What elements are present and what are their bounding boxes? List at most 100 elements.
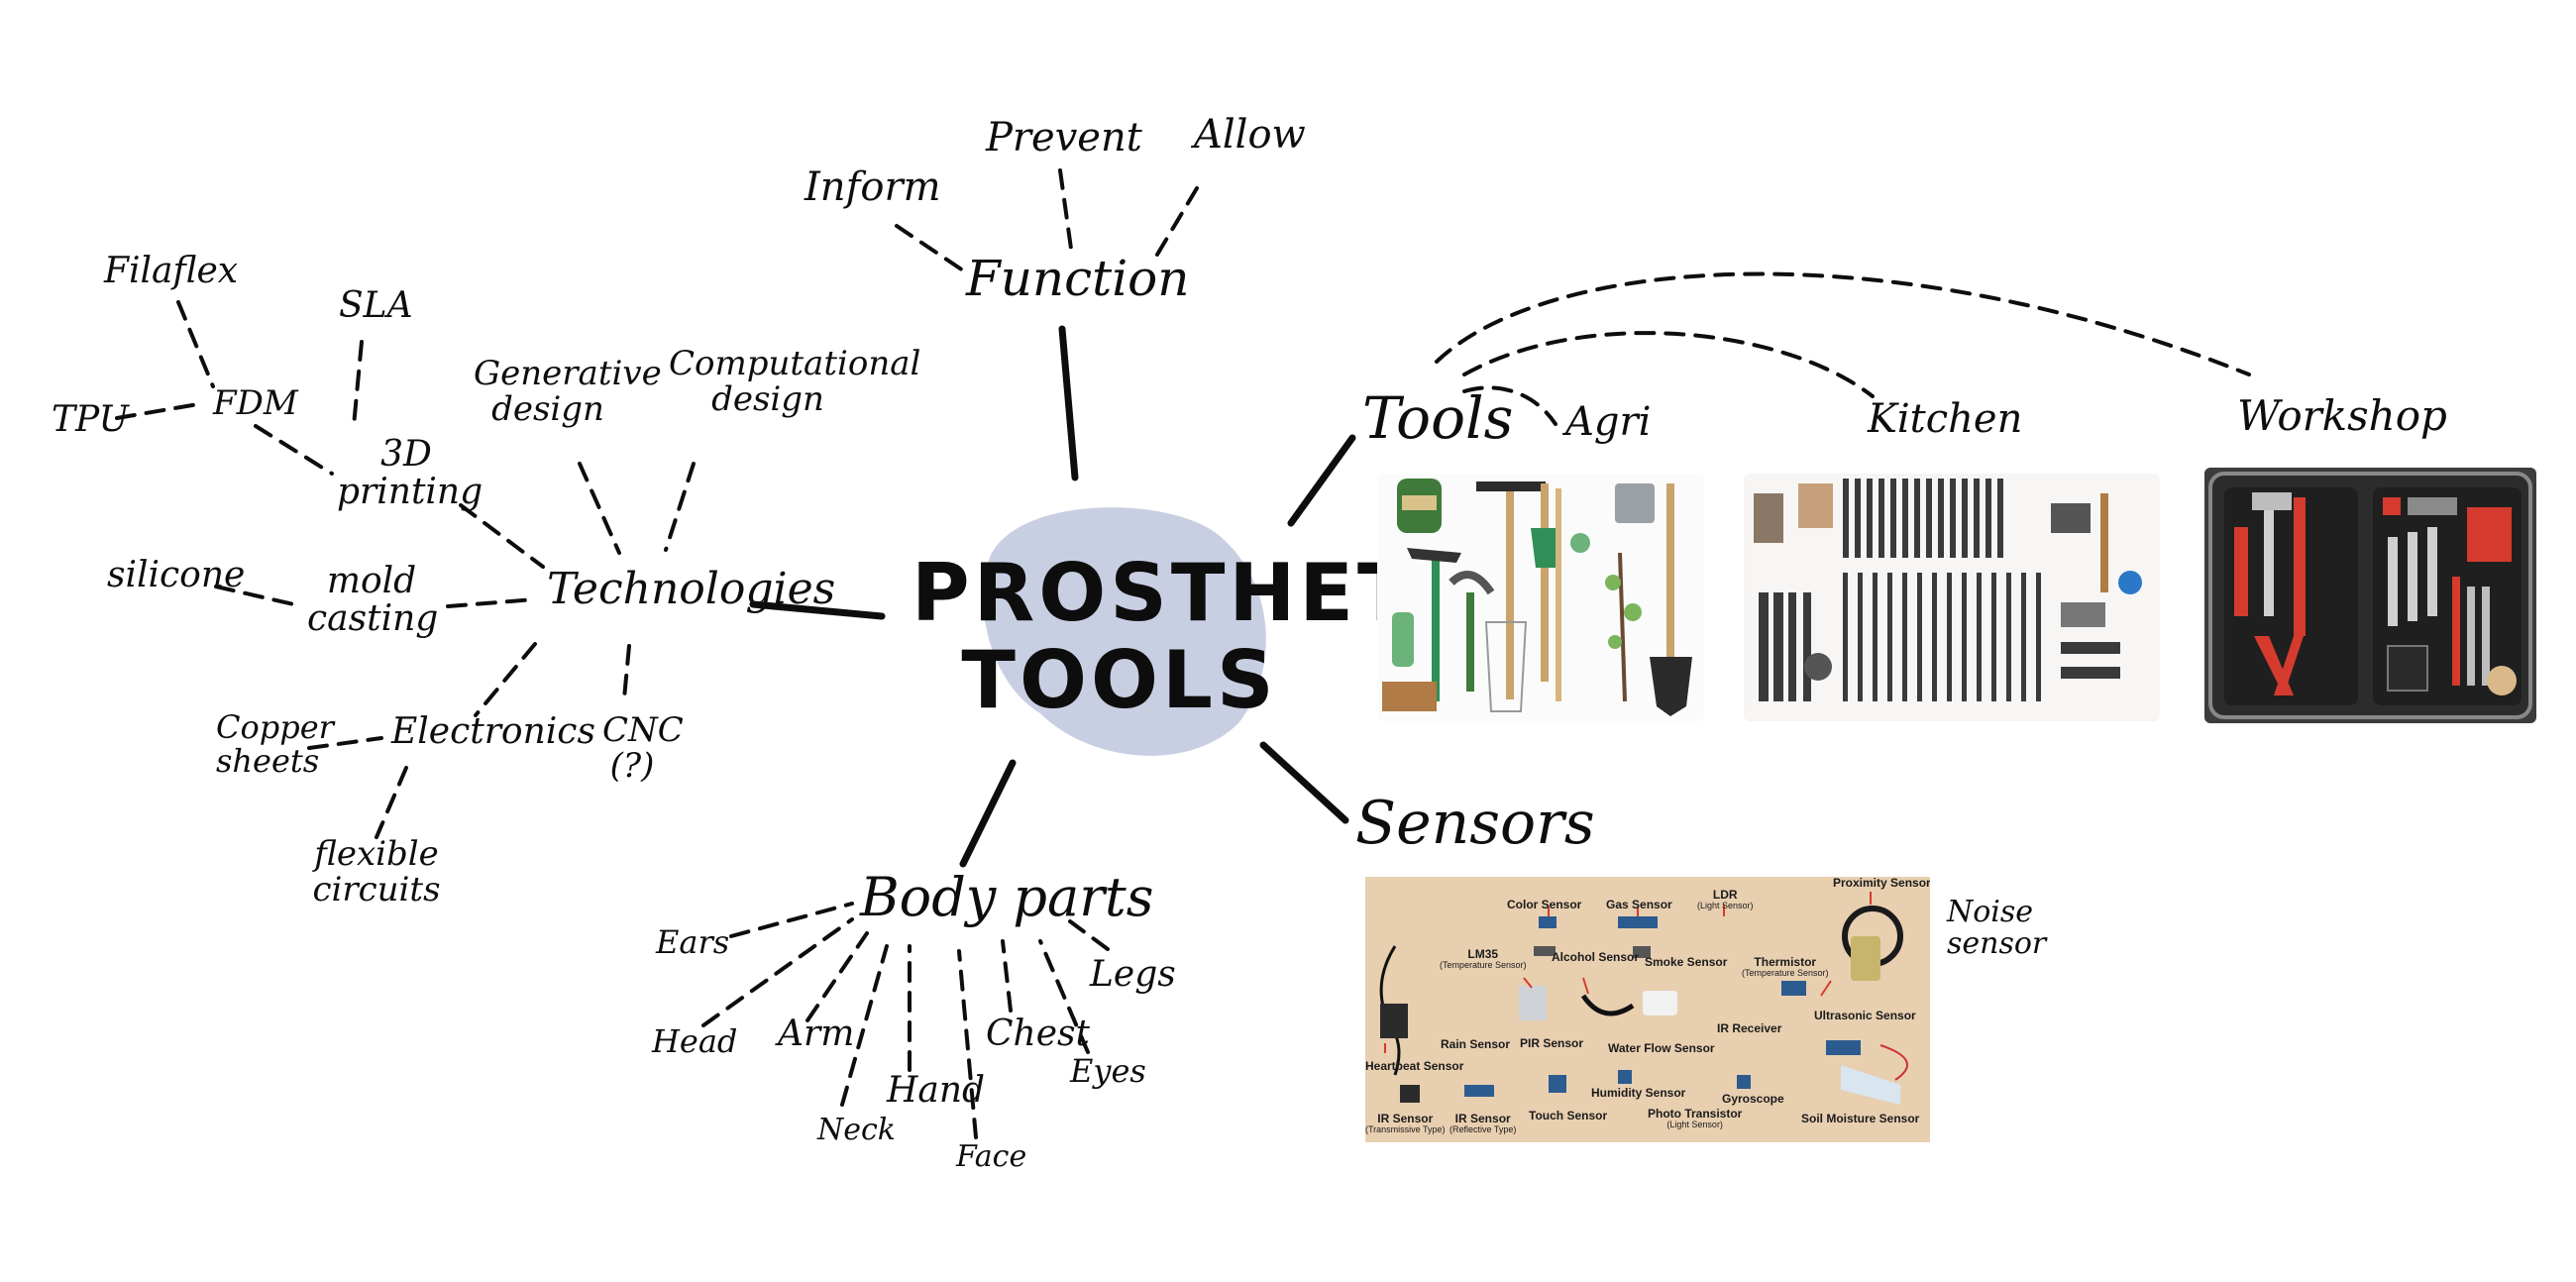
sensor-label-rain: Rain Sensor [1441, 1037, 1511, 1051]
sensor-label-gas: Gas Sensor [1606, 898, 1672, 911]
center-blob [983, 507, 1266, 756]
node-inform: Inform [805, 164, 941, 210]
agri-tools-image [1377, 474, 1704, 721]
node-legs: Legs [1090, 954, 1176, 995]
sensor-label-water-flow: Water Flow Sensor [1608, 1041, 1715, 1055]
sensor-label-alcohol: Alcohol Sensor [1552, 950, 1640, 964]
branch-tools [1287, 434, 1356, 527]
node-sla: SLA [339, 285, 413, 326]
node-flexible-circuits: flexible circuits [312, 834, 441, 909]
node-noise-sensor: Noise sensor [1947, 895, 2047, 961]
edge-generative [578, 462, 621, 555]
node-cnc: CNC (?) [602, 710, 684, 786]
sensor-label-ir-transmissive: IR Sensor(Transmissive Type) [1365, 1112, 1446, 1135]
edge-neck [840, 944, 889, 1107]
edge-cnc [622, 644, 631, 700]
edge-arm [805, 931, 869, 1022]
edge-kitchen [1462, 331, 1875, 398]
node-prevent: Prevent [986, 115, 1142, 160]
sensor-label-soil-moisture: Soil Moisture Sensor [1801, 1112, 1920, 1125]
workshop-tools-image [2204, 468, 2536, 723]
edge-mold [446, 597, 537, 608]
edge-fdm [254, 424, 334, 476]
edge-eyes [1038, 939, 1090, 1054]
sensors-image: Color Sensor Gas Sensor LDR(Light Sensor… [1365, 877, 1930, 1142]
edge-ears [729, 902, 854, 938]
node-neck: Neck [817, 1113, 896, 1147]
edge-allow [1152, 186, 1199, 262]
node-eyes: Eyes [1070, 1052, 1146, 1090]
sensors-drawing [1379, 892, 1908, 1105]
node-allow: Allow [1194, 112, 1306, 158]
edge-chest [1001, 939, 1013, 1013]
node-kitchen: Kitchen [1868, 396, 2023, 442]
node-workshop: Workshop [2237, 391, 2447, 440]
agri-tools-drawing [1382, 479, 1692, 716]
node-technologies: Technologies [547, 564, 836, 614]
edge-copper [307, 736, 383, 750]
sensor-label-photo-transistor: Photo Transistor(Light Sensor) [1648, 1107, 1743, 1130]
center-title-line2: TOOLS [961, 634, 1278, 726]
node-face: Face [956, 1139, 1027, 1174]
node-computational: Computational design [669, 344, 921, 419]
sensor-label-color: Color Sensor [1507, 898, 1582, 911]
sensor-label-lm35: LM35(Temperature Sensor) [1440, 947, 1527, 971]
sensor-label-ldr: LDR(Light Sensor) [1697, 888, 1754, 911]
node-arm: Arm [778, 1014, 855, 1054]
sensor-label-humidity: Humidity Sensor [1591, 1086, 1686, 1100]
node-tpu: TPU [52, 399, 129, 440]
edge-silicone [214, 585, 304, 608]
sensor-label-heartbeat: Heartbeat Sensor [1365, 1059, 1464, 1073]
center-title: PROSTHETiC TOOLS [912, 547, 1509, 726]
branch-technologies [749, 600, 886, 620]
edge-agri [1462, 385, 1557, 426]
sensor-label-ultrasonic: Ultrasonic Sensor [1814, 1009, 1916, 1022]
node-hand: Hand [887, 1070, 986, 1111]
node-mold-casting: mold casting [307, 561, 439, 639]
edge-face [957, 949, 978, 1139]
edge-inform [895, 224, 968, 274]
workshop-tools-drawing [2208, 472, 2532, 719]
edge-filaflex [176, 300, 215, 388]
edge-legs [1068, 919, 1110, 951]
edge-sla [352, 340, 364, 428]
node-tools: Tools [1362, 384, 1514, 452]
node-ears: Ears [656, 923, 730, 961]
sensor-label-proximity: Proximity Sensor [1833, 877, 1930, 890]
sensor-label-pir: PIR Sensor [1520, 1036, 1584, 1050]
sensor-label-touch: Touch Sensor [1529, 1109, 1608, 1122]
branch-sensors [1259, 741, 1349, 824]
edge-tpu [115, 402, 200, 420]
sensor-label-smoke: Smoke Sensor [1645, 955, 1728, 969]
branch-body-parts [959, 759, 1017, 868]
node-copper-sheets: Copper sheets [216, 708, 334, 780]
node-agri: Agri [1565, 399, 1652, 445]
node-electronics: Electronics [391, 711, 595, 752]
node-function: Function [966, 250, 1190, 307]
node-sensors: Sensors [1355, 789, 1595, 858]
node-body-parts: Body parts [860, 866, 1154, 928]
sensor-label-thermistor: Thermistor(Temperature Sensor) [1742, 955, 1829, 979]
sensor-label-ir-reflective: IR Sensor(Reflective Type) [1449, 1112, 1517, 1135]
edge-flexible [375, 766, 408, 839]
center-title-line1: PROSTHETiC [912, 547, 1509, 639]
node-chest: Chest [986, 1014, 1090, 1054]
node-filaflex: Filaflex [104, 251, 239, 291]
node-fdm: FDM [213, 383, 298, 423]
node-head: Head [652, 1022, 738, 1060]
edge-head [701, 917, 854, 1027]
edge-computational [664, 462, 696, 552]
node-silicone: silicone [107, 555, 246, 595]
node-generative: Generative design [474, 354, 662, 429]
edge-3d-printing [459, 503, 545, 569]
edge-workshop [1435, 271, 2251, 376]
kitchen-tools-drawing [1754, 479, 2142, 701]
kitchen-tools-image [1744, 474, 2160, 721]
sensor-label-gyroscope: Gyroscope [1722, 1092, 1784, 1106]
sensor-label-ir-receiver: IR Receiver [1717, 1021, 1782, 1035]
edge-electronics [474, 642, 537, 717]
branch-function [1058, 325, 1079, 481]
node-3d-printing: 3D printing [337, 434, 483, 512]
edge-prevent [1058, 168, 1074, 258]
